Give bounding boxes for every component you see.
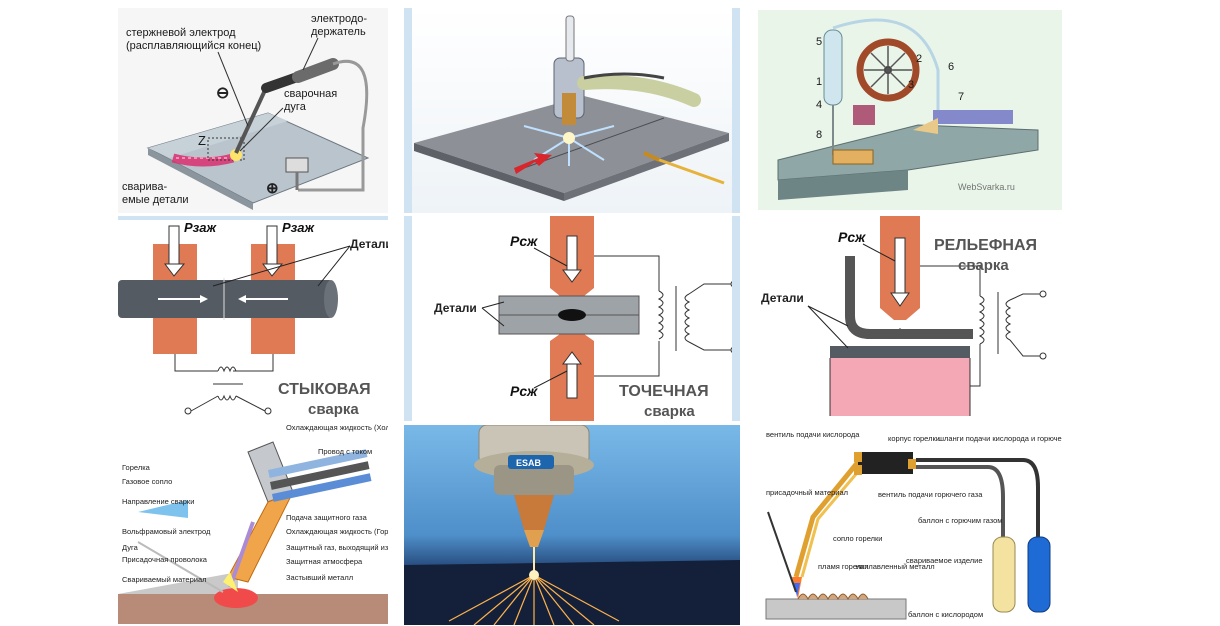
label-num-4: 4 (816, 99, 822, 111)
label-num-3: 3 (908, 79, 914, 91)
label-arc: сварочная (284, 88, 337, 100)
label-arc-sub: дуга (284, 101, 307, 113)
panel-gas-apparatus: 5 1 4 8 2 3 6 7 WebSvarka.ru (758, 10, 1062, 210)
brand-text: ESAB (516, 458, 542, 468)
label-electrode-sub: (расплавляющийся конец) (126, 40, 261, 52)
direction-arrow-icon (138, 500, 188, 518)
panel-laser-cutting: ESAB (404, 425, 740, 625)
lower-plate-electrode (830, 358, 970, 416)
tig-label-coolant-hot: Охлаждающая жидкость (Горячая) (286, 527, 388, 536)
butt-title-sub: сварка (308, 401, 359, 418)
tig-label-shield-gas: Защитный газ, выходящий из сопла (286, 543, 388, 552)
label-num-2: 2 (916, 53, 922, 65)
spot-title: ТОЧЕЧНАЯ (619, 383, 709, 400)
parts-label: Детали (350, 237, 388, 251)
oxygen-cylinder (1027, 536, 1051, 613)
oxy-label-fuel-cylinder: баллон с горючим газом (918, 516, 1002, 525)
panel-frame-top (118, 216, 388, 220)
fuel-cylinder (992, 536, 1016, 613)
brand-badge (508, 455, 554, 469)
oxy-fuel-diagram: вентиль подачи кислорода корпус горелки … (765, 430, 1062, 620)
parts-label-spot: Детали (434, 301, 477, 315)
oxy-label-oxygen-valve: вентиль подачи кислорода (766, 430, 860, 439)
oxy-label-nozzle: сопло горелки (833, 534, 882, 543)
relief-base-part (830, 346, 970, 358)
tig-label-torch: Горелка (122, 463, 151, 472)
force-label-bottom: Рсж (510, 383, 538, 399)
force-label-top: Рсж (510, 233, 538, 249)
panel-arc-welding: Z ⊖ ⊕ стержневой электрод (расплавляющий… (118, 8, 388, 213)
relief-title: РЕЛЬЕФНАЯ (934, 237, 1037, 254)
oxy-label-oxygen-cylinder: баллон с кислородом (908, 610, 983, 619)
butt-title: СТЫКОВАЯ (278, 381, 371, 398)
tig-welding-diagram: Горелка Газовое сопло Направление сварки… (118, 423, 388, 624)
spot-welding-diagram: Рсж Рсж Детали ТОЧЕЧНАЯ сварка (434, 216, 738, 421)
panel-frame-right-2 (732, 216, 740, 421)
panel-torch-plate (404, 8, 740, 213)
oxy-label-hoses: шланги подачи кислорода и горючего газа (938, 434, 1062, 443)
panel-spot-welding: Рсж Рсж Детали ТОЧЕЧНАЯ сварка (404, 216, 740, 421)
oxy-label-deposit: наплавленный металл (856, 562, 935, 571)
tig-label-filler: Присадочная проволока (122, 555, 208, 564)
weld-pool (214, 588, 258, 608)
label-holder: электродо- (311, 13, 367, 25)
force-label-right: Рзаж (282, 220, 316, 235)
plus-terminal-icon: ⊕ (266, 180, 279, 197)
label-num-7: 7 (958, 91, 964, 103)
oxy-label-workpiece: свариваемое изделие (906, 556, 983, 565)
spot-title-sub: сварка (644, 403, 695, 420)
torch-plate-illustration (414, 15, 729, 201)
arc-glow (230, 149, 242, 161)
tig-label-wire: Провод с током (318, 447, 372, 456)
tig-label-solid-metal: Застывший металл (286, 573, 353, 582)
tig-label-coolant-cold: Охлаждающая жидкость (Холодная) (286, 423, 388, 432)
oxy-label-flame: пламя горелки (818, 562, 869, 571)
panel-butt-welding: Рзаж Рзаж Детали СТЫКОВАЯ сварка (118, 216, 388, 418)
tig-label-atmosphere: Защитная атмосфера (286, 557, 363, 566)
panel-frame-right (732, 8, 740, 213)
direction-arrow (514, 153, 552, 174)
panel-relief-welding: Рсж Детали РЕЛЬЕФНАЯ сварка (758, 216, 1050, 418)
relief-welding-diagram: Рсж Детали РЕЛЬЕФНАЯ сварка (761, 216, 1047, 416)
label-holder-sub: держатель (311, 26, 366, 38)
parts-label-relief: Детали (761, 291, 804, 305)
panel-frame-left-2 (404, 216, 412, 421)
watermark: WebSvarka.ru (958, 182, 1015, 192)
label-num-1: 1 (816, 76, 822, 88)
tig-label-nozzle: Газовое сопло (122, 477, 172, 486)
laser-cutting-illustration: ESAB (404, 425, 740, 625)
oxy-label-torch-body: корпус горелки (888, 434, 940, 443)
z-label: Z (198, 133, 206, 148)
label-num-8: 8 (816, 129, 822, 141)
weld-nugget (558, 309, 586, 321)
minus-terminal-icon: ⊖ (216, 85, 229, 102)
tig-label-direction: Направление сварки (122, 497, 194, 506)
panel-oxy-fuel: вентиль подачи кислорода корпус горелки … (758, 427, 1062, 623)
tig-label-material: Свариваемый материал (122, 575, 207, 584)
oxy-label-filler: присадочный материал (766, 488, 848, 497)
workpiece-rod (118, 280, 333, 318)
force-label-left: Рзаж (184, 220, 218, 235)
panel-tig-welding: Горелка Газовое сопло Направление сварки… (118, 422, 388, 624)
label-electrode: стержневой электрод (126, 27, 236, 39)
label-parts: сварива- (122, 181, 167, 193)
force-label-relief: Рсж (838, 229, 866, 245)
label-parts-sub: емые детали (122, 194, 189, 206)
butt-welding-diagram: Рзаж Рзаж Детали СТЫКОВАЯ сварка (118, 220, 388, 418)
tig-label-arc: Дуга (122, 543, 139, 552)
relief-title-sub: сварка (958, 257, 1009, 274)
label-num-5: 5 (816, 36, 822, 48)
panel-frame-left (404, 8, 412, 213)
gas-apparatus-illustration: 5 1 4 8 2 3 6 7 WebSvarka.ru (777, 18, 1039, 200)
tig-label-electrode: Вольфрамовый электрод (122, 527, 211, 536)
arc-welding-illustration: Z ⊖ ⊕ стержневой электрод (расплавляющий… (122, 13, 370, 210)
label-num-6: 6 (948, 61, 954, 73)
spark-spray (448, 574, 620, 625)
oxy-label-fuel-valve: вентиль подачи горючего газа (878, 490, 983, 499)
tig-label-gas-feed: Подача защитного газа (286, 513, 368, 522)
torch-body (858, 452, 913, 474)
